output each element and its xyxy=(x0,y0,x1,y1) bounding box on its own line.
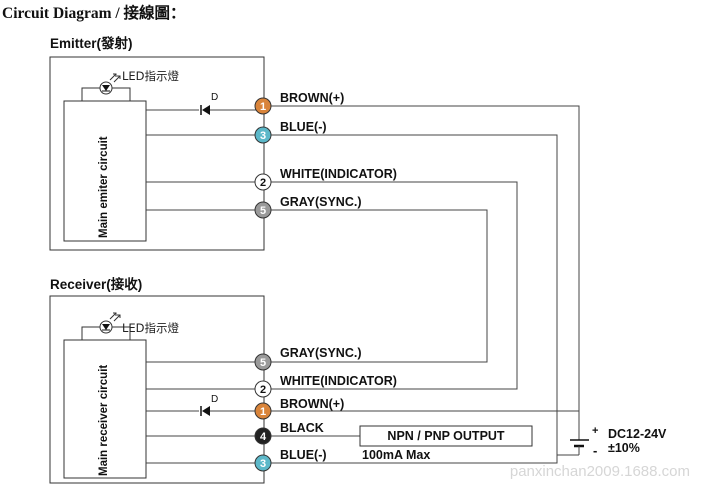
receiver-internal-wires xyxy=(146,361,263,464)
pin-number: 3 xyxy=(260,458,266,470)
receiver-external-wires xyxy=(271,410,579,464)
pin-circle xyxy=(254,380,272,398)
emitter-pin-5: 5 xyxy=(254,201,272,219)
pin-number: 1 xyxy=(260,101,266,113)
pin-circle xyxy=(254,201,272,219)
emitter-blue-label: BLUE(-) xyxy=(280,120,327,134)
pin-number: 3 xyxy=(260,130,266,142)
emitter-title: Emitter(發射) xyxy=(50,35,133,51)
watermark: panxinchan2009.1688.com xyxy=(510,463,690,480)
pin-circle xyxy=(254,454,272,472)
pin-number: 2 xyxy=(260,384,266,396)
receiver-led-icon xyxy=(81,312,131,340)
pin-circle xyxy=(254,173,272,191)
receiver-title: Receiver(接收) xyxy=(50,276,142,292)
receiver-led-label: LED指示燈 xyxy=(122,321,180,335)
pin-circle xyxy=(254,402,272,420)
power-plus: + xyxy=(592,425,598,437)
receiver-blue-label: BLUE(-) xyxy=(280,448,327,462)
receiver-white-label: WHITE(INDICATOR) xyxy=(280,374,397,388)
pin-circle xyxy=(254,126,272,144)
receiver-gray-label: GRAY(SYNC.) xyxy=(280,346,362,360)
pin-circle xyxy=(254,97,272,115)
emitter-box xyxy=(49,56,265,251)
emitter-led-label: LED指示燈 xyxy=(122,69,180,83)
emitter-pin-1: 1 xyxy=(254,97,272,115)
receiver-brown-label: BROWN(+) xyxy=(280,397,344,411)
power-minus: - xyxy=(593,443,597,458)
emitter-external-wires xyxy=(271,105,580,455)
emitter-diode-label: D xyxy=(211,92,218,103)
receiver-diode-label: D xyxy=(211,394,218,405)
emitter-pin-2: 2 xyxy=(254,173,272,191)
power-voltage: DC12-24V xyxy=(608,427,667,441)
emitter-circuit-label: Main emiter circuit xyxy=(98,136,110,238)
output-box xyxy=(359,425,533,447)
receiver-circuit-box xyxy=(63,339,147,479)
pin-circle xyxy=(254,427,272,445)
receiver-black-label: BLACK xyxy=(280,421,324,435)
pin-number: 1 xyxy=(260,406,266,418)
receiver-diode-icon xyxy=(200,406,210,416)
emitter-led-icon xyxy=(81,73,131,101)
diagram-title: Circuit Diagram / 接線圖： xyxy=(2,3,186,22)
emitter-white-label: WHITE(INDICATOR) xyxy=(280,167,397,181)
output-max-current: 100mA Max xyxy=(362,448,430,462)
receiver-pin-3: 3 xyxy=(254,454,272,472)
receiver-pin-5: 5 xyxy=(254,353,272,371)
pin-number: 2 xyxy=(260,177,266,189)
emitter-pin-3: 3 xyxy=(254,126,272,144)
receiver-circuit-label: Main receiver circuit xyxy=(98,365,110,476)
emitter-brown-label: BROWN(+) xyxy=(280,91,344,105)
pin-number: 5 xyxy=(260,205,266,217)
receiver-pin-4: 4 xyxy=(254,427,272,445)
battery-icon xyxy=(557,411,589,456)
receiver-pin-1: 1 xyxy=(254,402,272,420)
emitter-diode-icon xyxy=(200,105,210,115)
emitter-internal-wires xyxy=(146,109,263,211)
pin-number: 4 xyxy=(260,431,267,443)
power-tolerance: ±10% xyxy=(608,441,640,455)
pin-circle xyxy=(254,353,272,371)
emitter-gray-label: GRAY(SYNC.) xyxy=(280,195,362,209)
receiver-pin-2: 2 xyxy=(254,380,272,398)
pin-number: 5 xyxy=(260,357,266,369)
output-label: NPN / PNP OUTPUT xyxy=(387,429,505,443)
emitter-circuit-box xyxy=(63,100,147,242)
